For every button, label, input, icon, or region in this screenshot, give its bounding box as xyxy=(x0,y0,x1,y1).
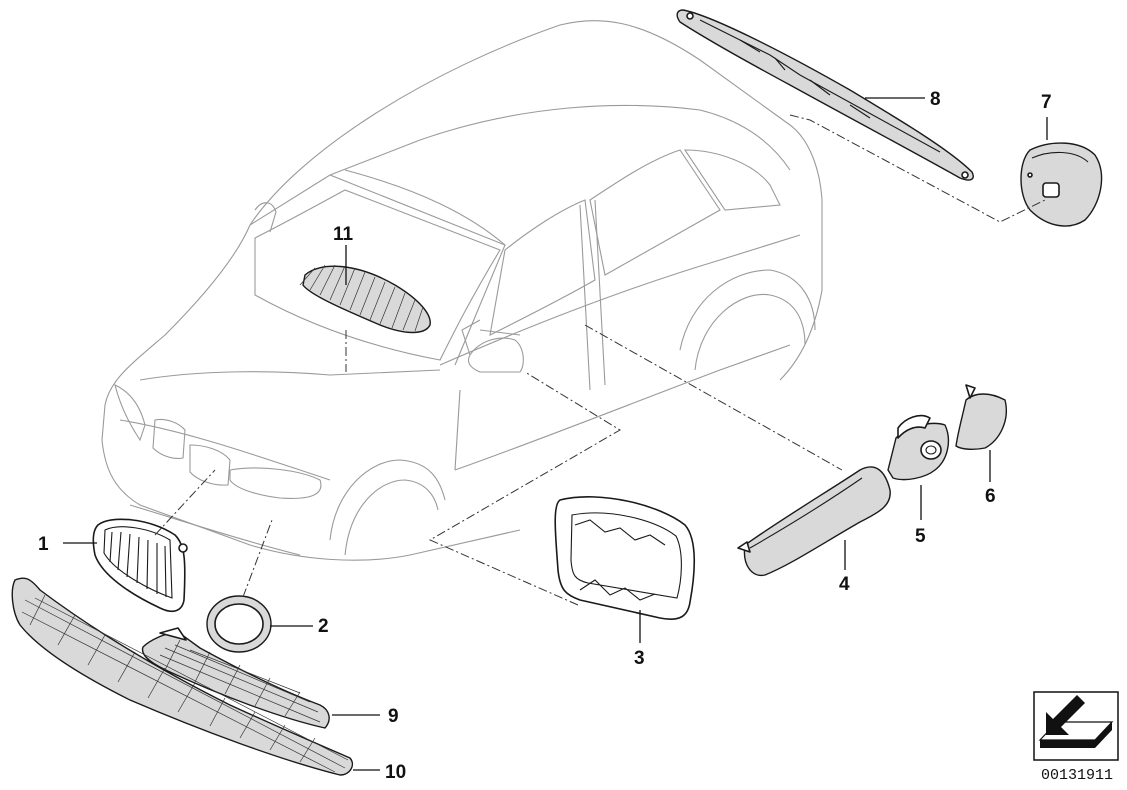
callout-9: 9 xyxy=(388,706,399,727)
handle-cover-part xyxy=(887,414,950,481)
callout-10: 10 xyxy=(385,762,406,783)
callout-6: 6 xyxy=(985,486,996,507)
handle-cap-part xyxy=(955,384,1007,451)
callout-5: 5 xyxy=(915,526,926,547)
direction-box: 00131911 xyxy=(1033,691,1119,784)
lower-grille-part xyxy=(141,627,330,729)
reference-number: 00131911 xyxy=(1041,767,1113,784)
hood-vent-part xyxy=(299,264,431,334)
arrow-direction-icon xyxy=(1038,695,1114,748)
callout-1: 1 xyxy=(38,534,49,555)
leader-lines xyxy=(63,97,1048,771)
dash-pointer-lines xyxy=(154,114,1046,606)
callout-labels: 1 2 3 4 5 6 7 8 9 10 11 xyxy=(38,89,1052,783)
kidney-grille-part xyxy=(92,518,188,613)
callout-4: 4 xyxy=(839,574,850,595)
door-handle-part xyxy=(737,466,891,577)
trim-ring-part xyxy=(206,595,272,653)
callout-3: 3 xyxy=(634,648,645,669)
callout-2: 2 xyxy=(318,616,329,637)
callout-7: 7 xyxy=(1041,92,1052,113)
cover-plate-part xyxy=(1020,142,1103,227)
trim-strip-part xyxy=(676,9,974,181)
callout-11: 11 xyxy=(333,224,354,245)
callout-8: 8 xyxy=(930,89,941,110)
vehicle-outline xyxy=(101,20,823,561)
bumper-grille-part xyxy=(11,577,354,776)
display-frame-part xyxy=(554,496,696,620)
